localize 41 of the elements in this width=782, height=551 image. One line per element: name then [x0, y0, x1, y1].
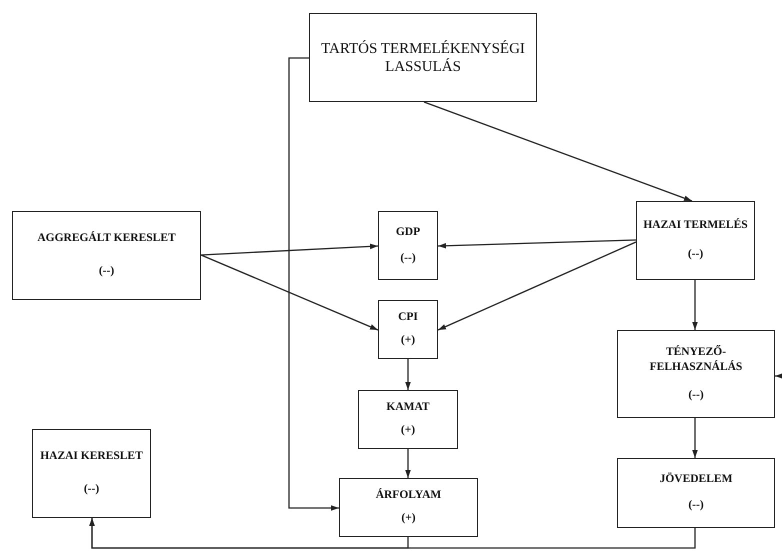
- arrow: [200, 244, 378, 256]
- arrow: [424, 101, 692, 202]
- sign-label: (--): [688, 388, 704, 403]
- sign-label: (+): [400, 333, 416, 348]
- sign-label: (--): [400, 250, 416, 266]
- arrow: [692, 280, 698, 330]
- arrow: [775, 373, 782, 379]
- sign-label: (+): [400, 423, 416, 438]
- sign-label: (--): [688, 498, 704, 514]
- process-box: [12, 211, 201, 300]
- sign-label: (--): [84, 482, 100, 498]
- process-box: [32, 429, 151, 518]
- arrow: [438, 239, 636, 249]
- node-title: ÁRFOLYAM: [376, 488, 442, 504]
- node-title: KAMAT: [386, 400, 430, 416]
- node-title: GDP: [396, 224, 420, 240]
- node-title: HAZAI TERMELÉS: [643, 218, 748, 233]
- arrow: [692, 418, 698, 458]
- arrow: [405, 449, 411, 478]
- process-box: [636, 201, 755, 280]
- node-title: CPI: [398, 310, 418, 326]
- process-box: [358, 390, 458, 449]
- node-title: AGGREGÁLT KERESLET: [37, 231, 176, 246]
- sign-label: (--): [98, 264, 114, 280]
- node-title: TARTÓS TERMELÉKENYSÉGI LASSULÁS: [320, 40, 526, 76]
- process-box: [617, 458, 775, 528]
- node-title: TÉNYEZŐ-FELHASZNÁLÁS: [648, 344, 744, 376]
- arrow: [288, 57, 339, 511]
- sign-label: (--): [688, 247, 704, 262]
- process-box: [339, 478, 478, 537]
- arrow: [89, 518, 696, 549]
- process-box: [378, 300, 438, 359]
- process-box: [617, 330, 775, 418]
- sign-label: (+): [401, 511, 416, 526]
- cause-box: [309, 13, 537, 102]
- process-box: [378, 211, 438, 280]
- arrow: [438, 241, 636, 331]
- node-title: JÖVEDELEM: [660, 472, 732, 487]
- arrow: [405, 359, 411, 390]
- arrow: [200, 254, 378, 331]
- node-title: HAZAI KERESLET: [40, 449, 143, 464]
